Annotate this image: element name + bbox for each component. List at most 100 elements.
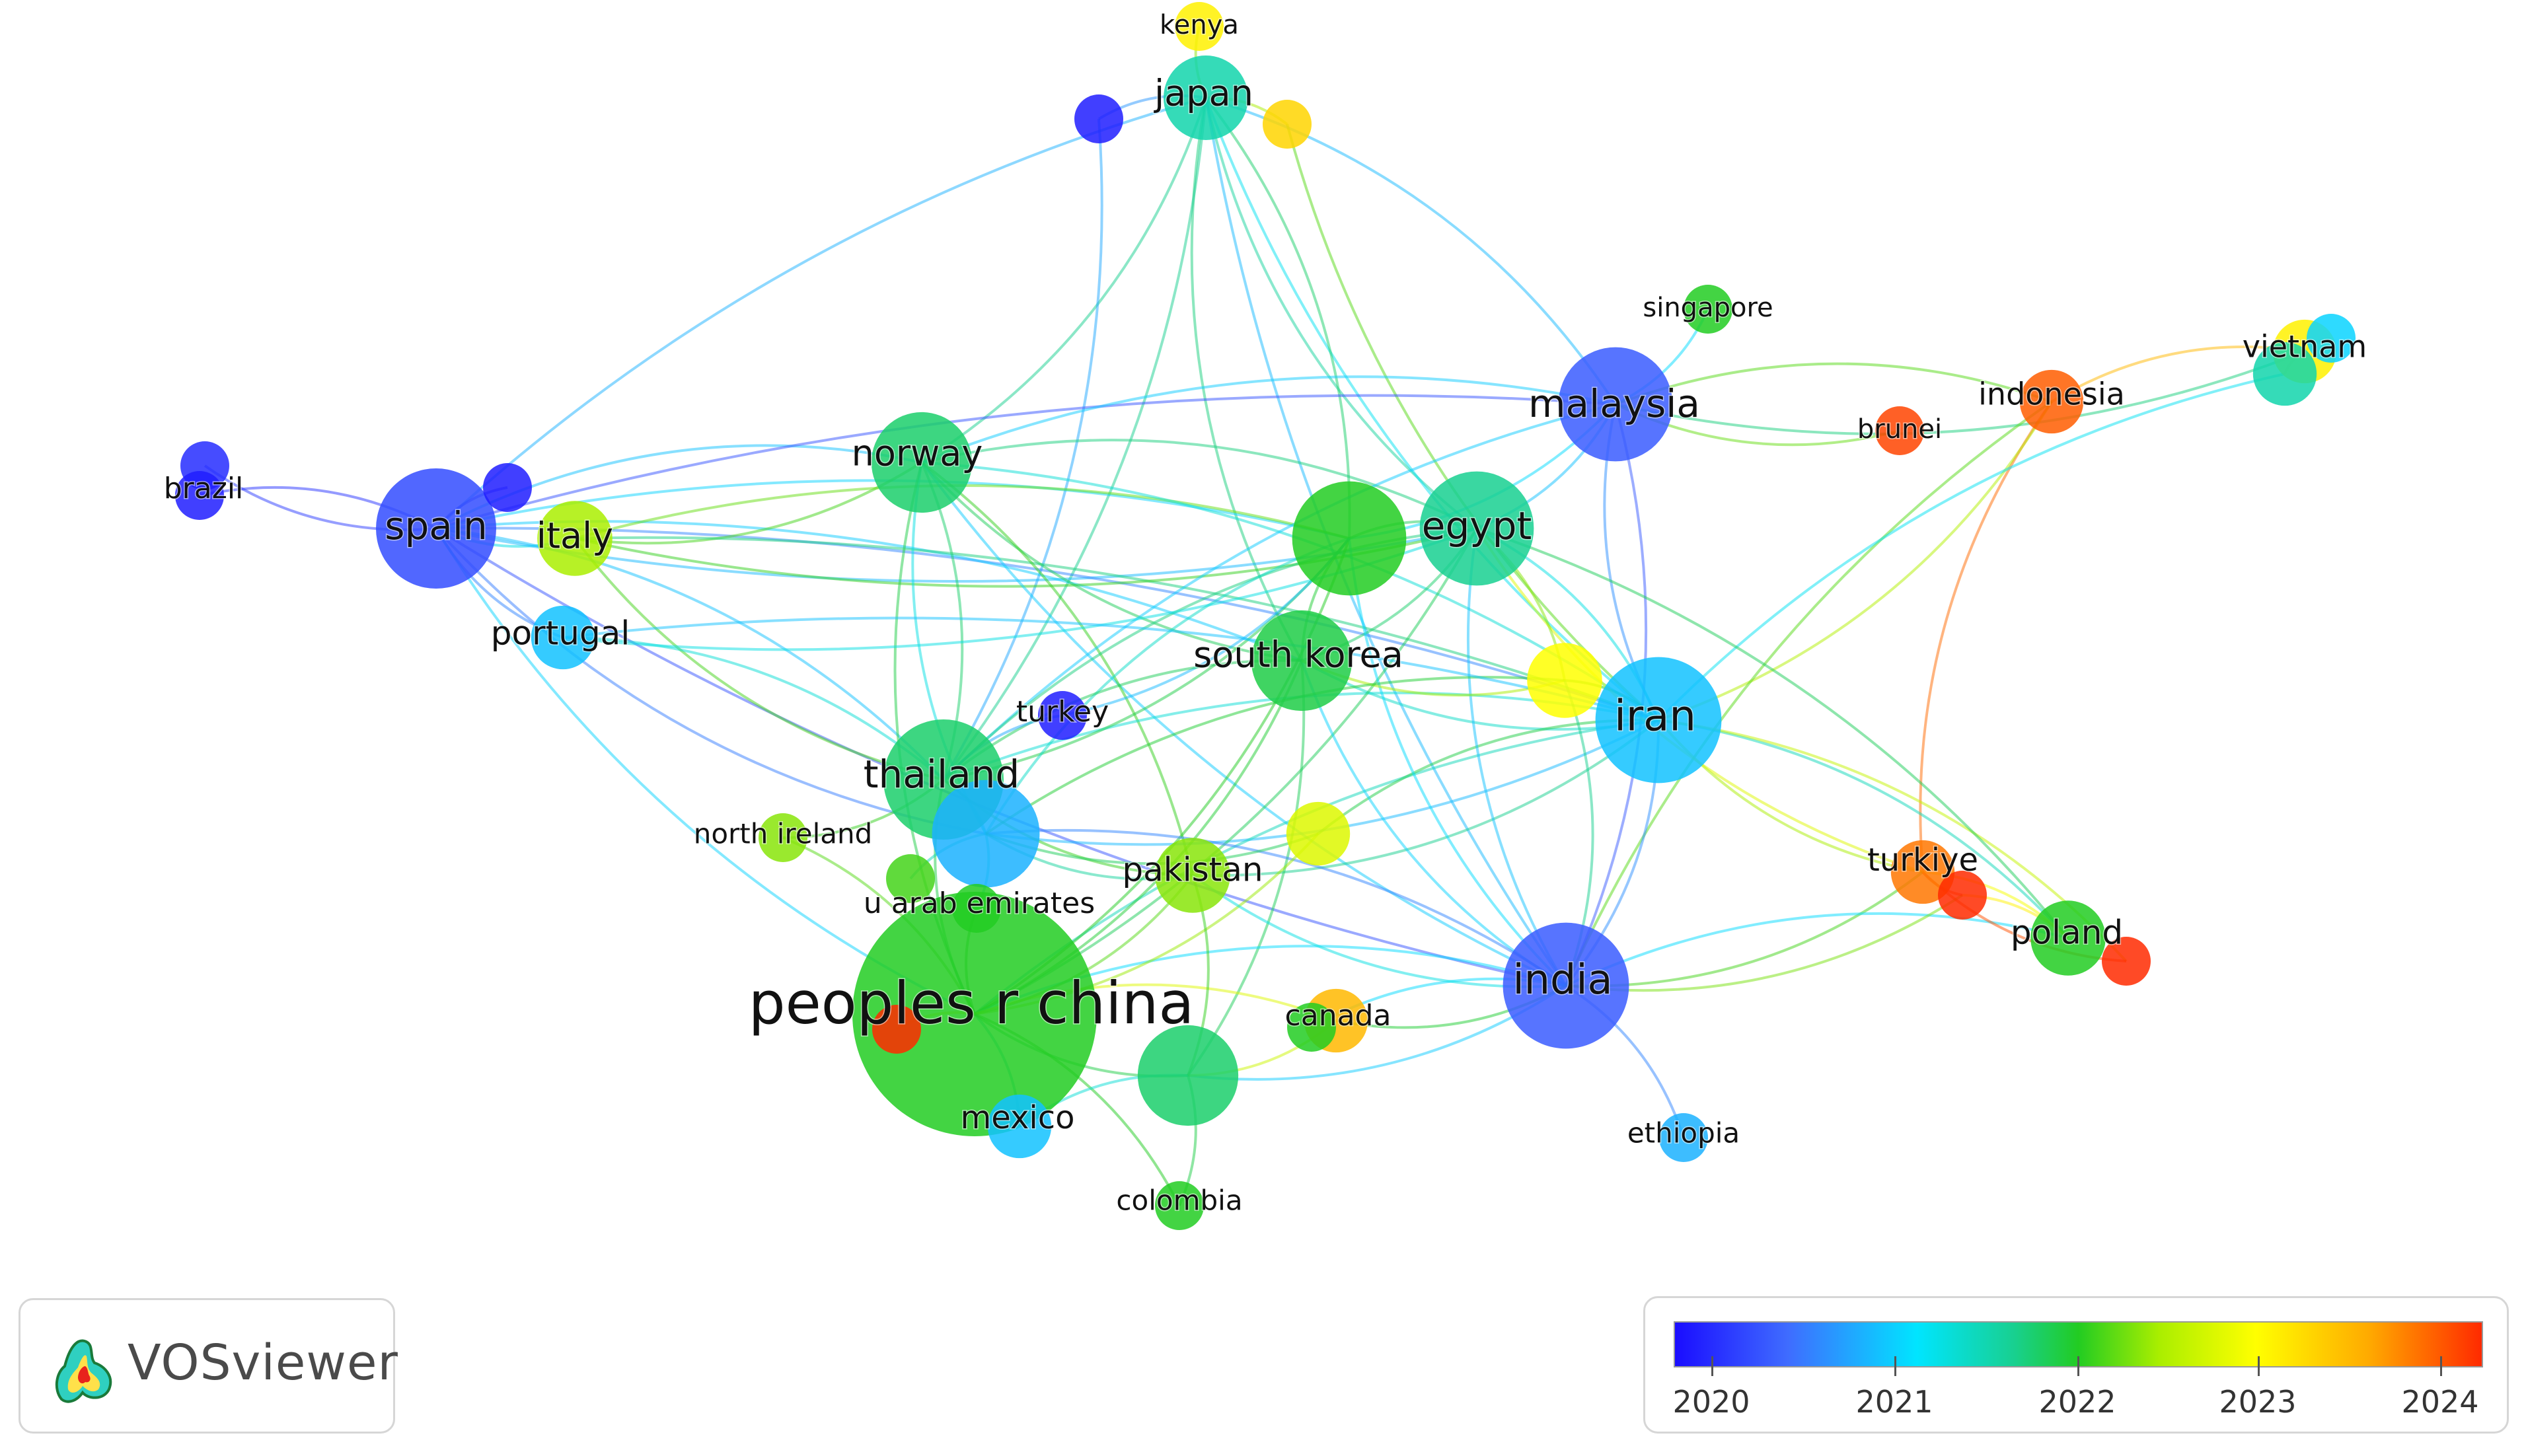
link-italy-thailand <box>574 537 944 781</box>
node-north-ireland[interactable] <box>759 813 807 862</box>
legend-tick <box>1711 1356 1713 1376</box>
node-n-purple-top[interactable] <box>1074 94 1123 143</box>
node-n-blue-th[interactable] <box>932 780 1040 888</box>
link-n_green_center-india <box>1348 538 1567 987</box>
node-iran[interactable] <box>1595 657 1722 783</box>
node-portugal[interactable] <box>531 605 595 670</box>
node-label-north-ireland: north ireland <box>694 818 873 850</box>
link-norway-egypt <box>921 439 1477 530</box>
vosviewer-logo-icon <box>55 1339 112 1403</box>
link-iran-pakistan <box>1192 719 1660 877</box>
node-japan[interactable] <box>1164 55 1248 140</box>
node-label-mexico: mexico <box>961 1099 1075 1136</box>
link-japan-n_green_center <box>1205 96 1351 539</box>
node-brunei[interactable] <box>1875 406 1924 455</box>
link-norway-pakistan <box>920 461 1194 876</box>
node-singapore[interactable] <box>1684 285 1732 334</box>
node-ethiopia[interactable] <box>1659 1113 1708 1162</box>
vosviewer-logo-badge: VOSviewer <box>19 1298 398 1434</box>
node-label-portugal: portugal <box>491 614 630 653</box>
node-south-korea[interactable] <box>1251 610 1353 711</box>
link-indonesia-india <box>1565 400 2053 986</box>
node-mexico[interactable] <box>987 1094 1052 1159</box>
node-label-norway: norway <box>852 433 983 474</box>
node-spain[interactable] <box>376 468 496 589</box>
node-label-kenya: kenya <box>1160 10 1239 40</box>
node-indonesia[interactable] <box>2019 369 2084 434</box>
node-label-iran: iran <box>1614 692 1696 741</box>
node-colombia[interactable] <box>1155 1181 1204 1230</box>
node-n-teal-vn[interactable] <box>2252 342 2317 406</box>
node-n-purple-sp[interactable] <box>483 463 532 512</box>
node-label-canada: canada <box>1285 999 1392 1033</box>
node-label-ethiopia: ethiopia <box>1627 1117 1740 1149</box>
link-malaysia-indonesia <box>1615 362 2052 406</box>
legend-label-2022: 2022 <box>2038 1384 2116 1420</box>
node-n-red-pl[interactable] <box>2102 937 2151 986</box>
timeline-color-legend: 2020 2021 2022 2023 2024 <box>1643 1296 2509 1434</box>
link-spain-iran <box>435 527 1659 721</box>
legend-tick <box>2077 1356 2079 1376</box>
link-south-korea-n_green_low <box>1187 660 1306 1077</box>
node-label-india: india <box>1512 955 1612 1003</box>
link-italy-iran <box>574 536 1659 721</box>
node-pakistan[interactable] <box>1155 838 1230 913</box>
node-n-lblue-vn[interactable] <box>2307 314 2356 363</box>
node-label-turkey: turkey <box>1016 695 1109 729</box>
link-n_yellow_top-iran <box>1286 124 1660 721</box>
link-iran-poland <box>1658 719 2069 939</box>
legend-label-2023: 2023 <box>2219 1384 2297 1420</box>
node-n-green-uae[interactable] <box>886 854 935 903</box>
node-label-singapore: singapore <box>1643 293 1773 323</box>
network-nodes <box>175 2 2356 1230</box>
node-turkiye[interactable] <box>1890 840 1955 904</box>
node-poland[interactable] <box>2030 900 2106 976</box>
node-label-thailand: thailand <box>864 752 1020 797</box>
node-turkey[interactable] <box>1038 691 1087 740</box>
node-n-purple-br[interactable] <box>175 471 224 520</box>
node-malaysia[interactable] <box>1558 347 1673 462</box>
link-n_blue_th-india <box>985 828 1567 987</box>
link-norway-malaysia <box>921 375 1616 464</box>
link-iran-n_teal_vn <box>1657 373 2285 721</box>
node-kenya[interactable] <box>1175 2 1224 51</box>
node-peoples-r-china[interactable] <box>852 892 1097 1136</box>
node-label-vietnam: vietnam <box>2243 329 2367 365</box>
node-label-japan: japan <box>1154 73 1253 114</box>
node-label-poland: poland <box>2011 914 2123 952</box>
node-egypt[interactable] <box>1419 471 1534 586</box>
link-japan-norway <box>920 97 1207 464</box>
node-label-pakistan: pakistan <box>1122 851 1263 889</box>
node-label-egypt: egypt <box>1422 503 1532 548</box>
node-n-green-ca[interactable] <box>1287 1003 1336 1052</box>
node-italy[interactable] <box>537 501 613 576</box>
node-n-yellow-top[interactable] <box>1263 100 1312 149</box>
node-n-red-tk[interactable] <box>1938 871 1987 920</box>
legend-tick <box>2440 1356 2442 1376</box>
node-n-green-low[interactable] <box>1137 1025 1239 1126</box>
node-india[interactable] <box>1503 922 1629 1049</box>
legend-label-2021: 2021 <box>1855 1384 1933 1420</box>
link-spain-malaysia <box>435 394 1616 530</box>
link-norway-south-korea <box>920 461 1302 662</box>
node-norway[interactable] <box>871 412 973 513</box>
link-malaysia-vietnam <box>1615 350 2305 435</box>
link-indonesia-turkiye <box>1919 400 2053 873</box>
link-n_purple_top-thailand <box>942 118 1103 781</box>
link-malaysia-thailand <box>942 403 1616 781</box>
node-label-brunei: brunei <box>1857 414 1942 445</box>
legend-label-2020: 2020 <box>1672 1384 1750 1420</box>
link-japan-spain <box>435 96 1207 530</box>
node-n-yellow-mid[interactable] <box>1527 643 1602 718</box>
node-label-spain: spain <box>385 503 487 548</box>
node-n-yellow-pk[interactable] <box>1286 801 1351 866</box>
node-label-malaysia: malaysia <box>1528 381 1700 426</box>
node-label-turkiye: turkiye <box>1867 842 1978 879</box>
node-n-red-cn[interactable] <box>872 1005 921 1054</box>
node-n-green-center[interactable] <box>1292 481 1407 596</box>
node-label-peoples-r-china: peoples r china <box>749 969 1195 1037</box>
link-japan-thailand <box>942 97 1207 781</box>
link-egypt-poland <box>1476 527 2069 939</box>
